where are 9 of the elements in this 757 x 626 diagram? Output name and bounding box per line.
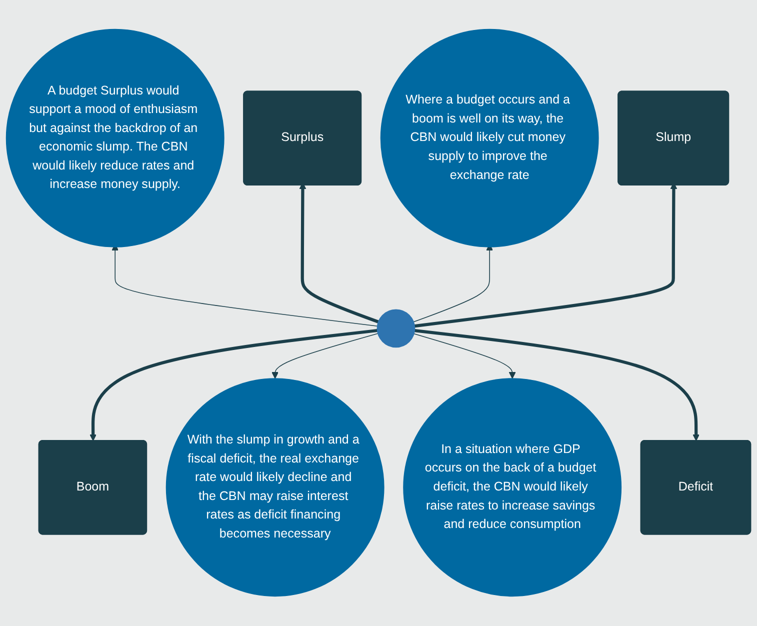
arrow <box>414 334 516 380</box>
node-circle: A budget Surplus would support a mood of enthusiasm but against the backdrop of an economic slump. The CBN would likely reduce rates and increase money supply. <box>6 29 224 248</box>
node-circle: In a situation where GDP occurs on the back of a budget deficit, the CBN would likely raise rates to increase savings and reduce consumption <box>403 378 622 597</box>
arrow <box>272 333 378 380</box>
node-circle: With the slump in growth and a fiscal deficit, the real exchange rate would likely decline and the CBN may raise interest rates as deficit financing becomes necessary <box>166 378 384 597</box>
arrow <box>414 329 700 442</box>
node-circle <box>376 309 416 348</box>
node-circle: Where a budget occurs and a boom is well on its way, the CBN would likely cut money supply to improve the exchange rate <box>380 29 599 248</box>
arrow <box>90 329 378 442</box>
